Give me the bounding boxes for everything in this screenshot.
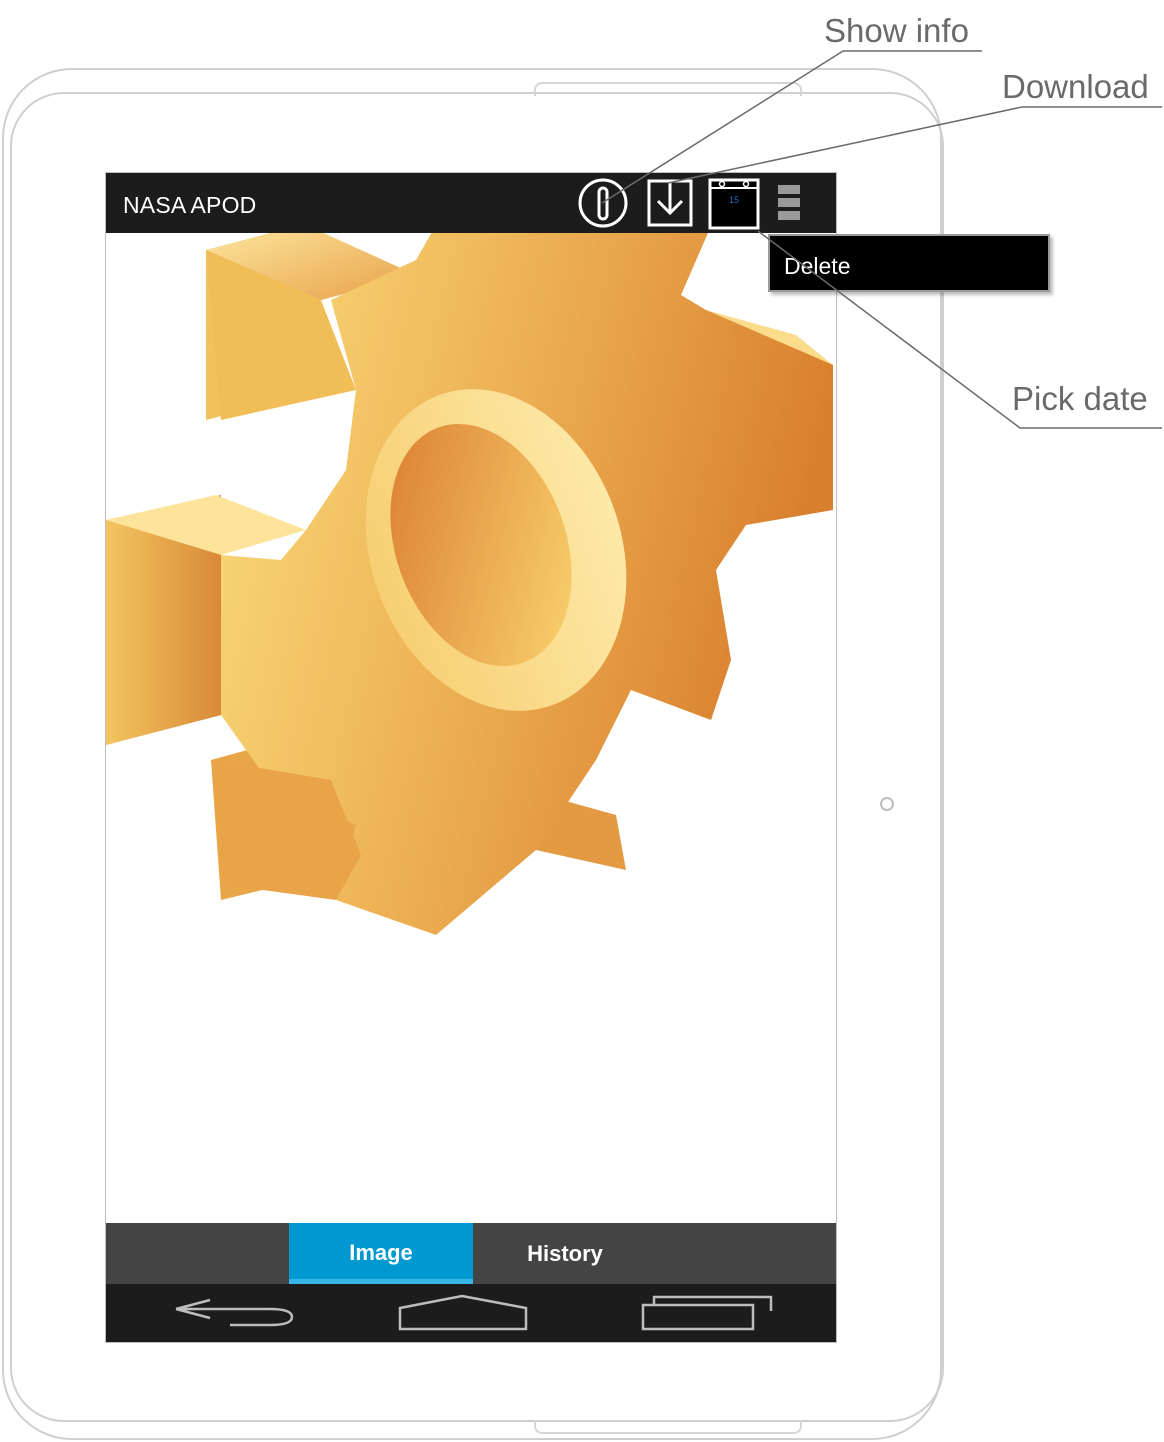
calendar-day-label: 15	[728, 195, 739, 205]
camera-dot	[880, 797, 894, 811]
tab-image[interactable]: Image	[289, 1223, 473, 1284]
apod-image	[106, 173, 836, 1223]
system-nav-bar	[106, 1284, 836, 1342]
overflow-menu-icon[interactable]	[776, 183, 802, 223]
tablet-top-notch	[534, 82, 802, 96]
callout-show-info: Show info	[824, 12, 969, 49]
app-title: NASA APOD	[123, 192, 257, 218]
tablet-bezel	[10, 92, 944, 1422]
tab-bar: Image History	[106, 1223, 836, 1284]
action-bar: NASA APOD 15	[106, 173, 836, 233]
tablet-bottom-notch	[534, 1420, 802, 1434]
back-arrow-icon[interactable]	[170, 1292, 300, 1336]
info-icon[interactable]	[578, 178, 628, 228]
overflow-menu-popup: Delete	[768, 234, 1050, 292]
recent-apps-icon[interactable]	[640, 1292, 776, 1336]
download-icon[interactable]	[647, 179, 693, 227]
tab-history[interactable]: History	[527, 1240, 603, 1266]
callout-pick-date: Pick date	[1012, 380, 1148, 417]
calendar-icon[interactable]: 15	[708, 178, 760, 230]
home-icon[interactable]	[396, 1292, 530, 1336]
callout-download: Download	[1002, 68, 1149, 105]
device-screen: NASA APOD 15	[105, 172, 837, 1343]
menu-item-delete[interactable]: Delete	[784, 253, 851, 279]
